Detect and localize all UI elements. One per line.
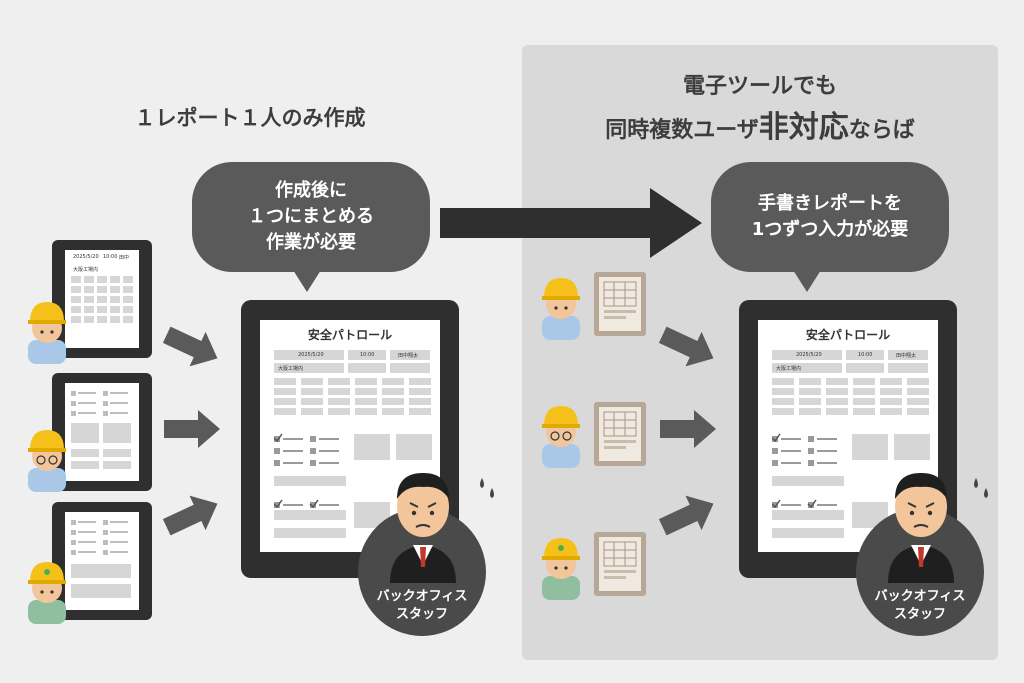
handwritten-clipboard-icon	[594, 402, 646, 466]
sweat-icon	[974, 478, 988, 498]
report-date: 2025/5/20	[298, 352, 324, 358]
report-time: 10:00	[858, 352, 873, 358]
worker-avatar-4	[542, 278, 580, 340]
report-form: 安全パトロール 2025/5/20 10:00 田中翔太 大阪工場内	[758, 320, 938, 552]
report-grid	[772, 378, 930, 538]
right-bubble-line2: 1つずつ入力が必要	[751, 219, 909, 240]
report-location: 大阪工場内	[776, 366, 802, 372]
left-bubble-line1: 作成後に	[275, 179, 347, 201]
arrow-right-icon	[162, 326, 218, 367]
worker-tablet-1: 2025/5/20 10:00 田中 大阪工場内	[52, 240, 152, 358]
arrow-right-icon	[660, 410, 716, 448]
worker-avatar-1	[28, 302, 66, 364]
report-location: 大阪工場内	[278, 366, 304, 372]
tablet-form-1: 2025/5/20 10:00 田中 大阪工場内	[65, 250, 139, 348]
left-bubble-line3: 作業が必要	[266, 232, 356, 254]
left-bubble-line2: １つにまとめる	[248, 205, 374, 227]
worried-staff-avatar	[888, 473, 954, 583]
worker-avatar-2	[28, 430, 66, 492]
report-name: 田中翔太	[896, 353, 917, 359]
report-title: 安全パトロール	[805, 328, 891, 342]
right-speech-bubble: 手書きレポートを 1つずつ入力が必要	[711, 162, 949, 272]
report-time: 10:00	[360, 352, 375, 358]
worker-avatar-6	[542, 538, 580, 600]
input-report-tablet: 安全パトロール 2025/5/20 10:00 田中翔太 大阪工場内	[739, 300, 957, 578]
left-bubble-tail	[293, 270, 321, 292]
arrow-right-icon	[658, 326, 714, 367]
sweat-icon	[480, 478, 494, 498]
tablet-form-3	[65, 512, 139, 610]
arrow-right-icon	[164, 410, 220, 448]
worker-avatar-5	[542, 406, 580, 468]
right-heading-post: ならば	[848, 118, 915, 143]
right-bubble-line1: 手書きレポートを	[758, 192, 902, 214]
left-heading: １レポート１人のみ作成	[134, 106, 366, 130]
right-heading-line1: 電子ツールでも	[682, 74, 837, 99]
right-heading-pre: 同時複数ユーザ	[605, 118, 759, 143]
report-date: 2025/5/20	[796, 352, 822, 358]
form-grid	[71, 276, 133, 323]
staff-caption-line2: スタッフ	[395, 607, 448, 623]
right-heading-emphasis: 非対応	[758, 110, 849, 145]
small-form-name: 田中	[119, 255, 130, 261]
arrow-right-icon	[162, 495, 218, 536]
worker-tablet-2	[52, 373, 152, 491]
staff-caption-line2: スタッフ	[893, 607, 946, 623]
handwritten-clipboard-icon	[594, 532, 646, 596]
handwritten-clipboard-icon	[594, 272, 646, 336]
staff-caption-line1: バックオフィス	[376, 589, 468, 604]
small-form-date: 2025/5/20	[73, 254, 99, 260]
report-grid	[274, 378, 432, 538]
worker-tablet-3	[52, 502, 152, 620]
small-form-time: 10:00	[103, 254, 118, 260]
tablet-form-2	[65, 383, 139, 481]
checklist-form	[71, 520, 131, 598]
transition-arrow-icon	[440, 188, 702, 258]
small-form-location: 大阪工場内	[73, 267, 99, 273]
checklist-form	[71, 391, 131, 469]
report-title: 安全パトロール	[307, 328, 393, 342]
left-speech-bubble: 作成後に １つにまとめる 作業が必要	[192, 162, 430, 272]
worried-staff-avatar	[390, 473, 456, 583]
arrow-right-icon	[658, 495, 714, 536]
report-name: 田中翔太	[398, 353, 419, 359]
worker-avatar-3	[28, 562, 66, 624]
right-heading-line2: 同時複数ユーザ非対応ならば	[560, 102, 960, 146]
consolidated-report-tablet: 安全パトロール 2025/5/20 10:00 田中翔太 大阪工場内	[241, 300, 459, 578]
staff-caption-line1: バックオフィス	[874, 589, 966, 604]
report-form: 安全パトロール 2025/5/20 10:00 田中翔太 大阪工場内	[260, 320, 440, 552]
right-bubble-tail	[793, 270, 821, 292]
